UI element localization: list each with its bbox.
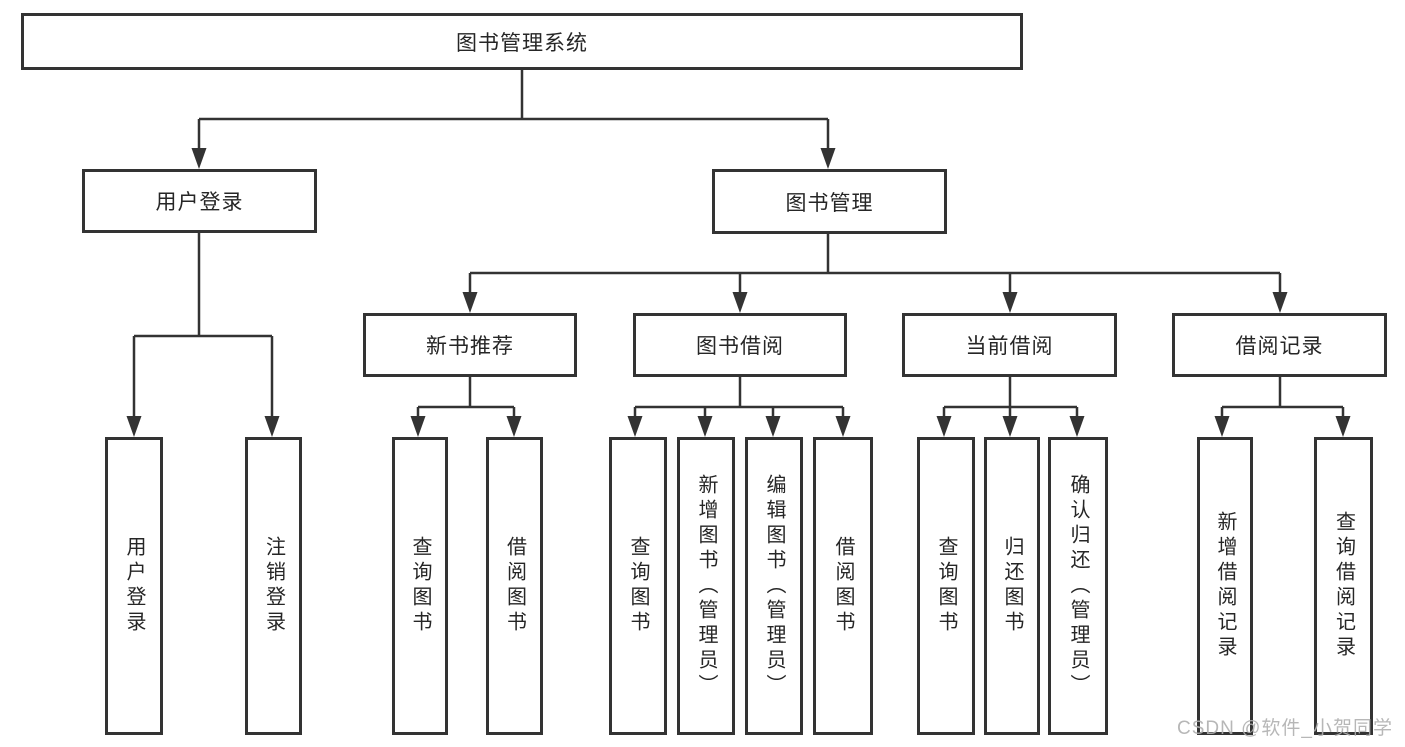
leaf-user-login-label: 用户登录 — [123, 536, 145, 636]
leaf-query-books-borrow: 查询图书 — [609, 437, 667, 735]
leaf-query-borrow-record-label: 查询借阅记录 — [1332, 511, 1355, 661]
leaf-borrow-books-borrow-label: 借阅图书 — [832, 536, 854, 636]
node-book-borrow: 图书借阅 — [633, 313, 847, 377]
leaf-query-books-recommend: 查询图书 — [392, 437, 448, 735]
node-user-login-label: 用户登录 — [155, 191, 244, 214]
node-new-book-recommend: 新书推荐 — [363, 313, 577, 377]
node-current-borrow: 当前借阅 — [902, 313, 1117, 377]
node-root-label: 图书管理系统 — [456, 31, 588, 55]
leaf-borrow-books-borrow: 借阅图书 — [813, 437, 873, 735]
node-book-management-label: 图书管理 — [785, 191, 874, 215]
leaf-return-book: 归还图书 — [984, 437, 1040, 735]
node-borrow-records-label: 借阅记录 — [1235, 335, 1324, 358]
leaf-add-borrow-record-label: 新增借阅记录 — [1214, 511, 1236, 661]
leaf-edit-book-admin: 编辑图书（管理员） — [745, 437, 803, 735]
leaf-confirm-return-admin: 确认归还（管理员） — [1048, 437, 1108, 735]
leaf-logout: 注销登录 — [245, 437, 302, 735]
leaf-query-borrow-record: 查询借阅记录 — [1314, 437, 1373, 735]
leaf-add-book-admin-label: 新增图书（管理员） — [695, 473, 717, 699]
node-book-borrow-label: 图书借阅 — [696, 335, 784, 358]
node-current-borrow-label: 当前借阅 — [965, 335, 1054, 358]
leaf-borrow-books-recommend: 借阅图书 — [486, 437, 543, 735]
leaf-query-books-recommend-label: 查询图书 — [409, 536, 431, 636]
node-book-management: 图书管理 — [712, 169, 947, 234]
leaf-query-books-current-label: 查询图书 — [935, 536, 957, 636]
leaf-confirm-return-admin-label: 确认归还（管理员） — [1067, 473, 1089, 699]
leaf-add-book-admin: 新增图书（管理员） — [677, 437, 735, 735]
csdn-watermark: CSDN @软件_小贺同学 — [1177, 718, 1393, 739]
node-root: 图书管理系统 — [21, 13, 1023, 70]
leaf-user-login: 用户登录 — [105, 437, 163, 735]
leaf-return-book-label: 归还图书 — [1001, 536, 1023, 636]
leaf-logout-label: 注销登录 — [262, 536, 285, 636]
leaf-query-books-borrow-label: 查询图书 — [627, 536, 649, 636]
leaf-query-books-current: 查询图书 — [917, 437, 975, 735]
leaf-borrow-books-recommend-label: 借阅图书 — [503, 536, 526, 636]
node-borrow-records: 借阅记录 — [1172, 313, 1387, 377]
node-new-book-recommend-label: 新书推荐 — [426, 335, 514, 358]
node-user-login: 用户登录 — [82, 169, 317, 233]
leaf-add-borrow-record: 新增借阅记录 — [1197, 437, 1253, 735]
leaf-edit-book-admin-label: 编辑图书（管理员） — [763, 473, 785, 699]
